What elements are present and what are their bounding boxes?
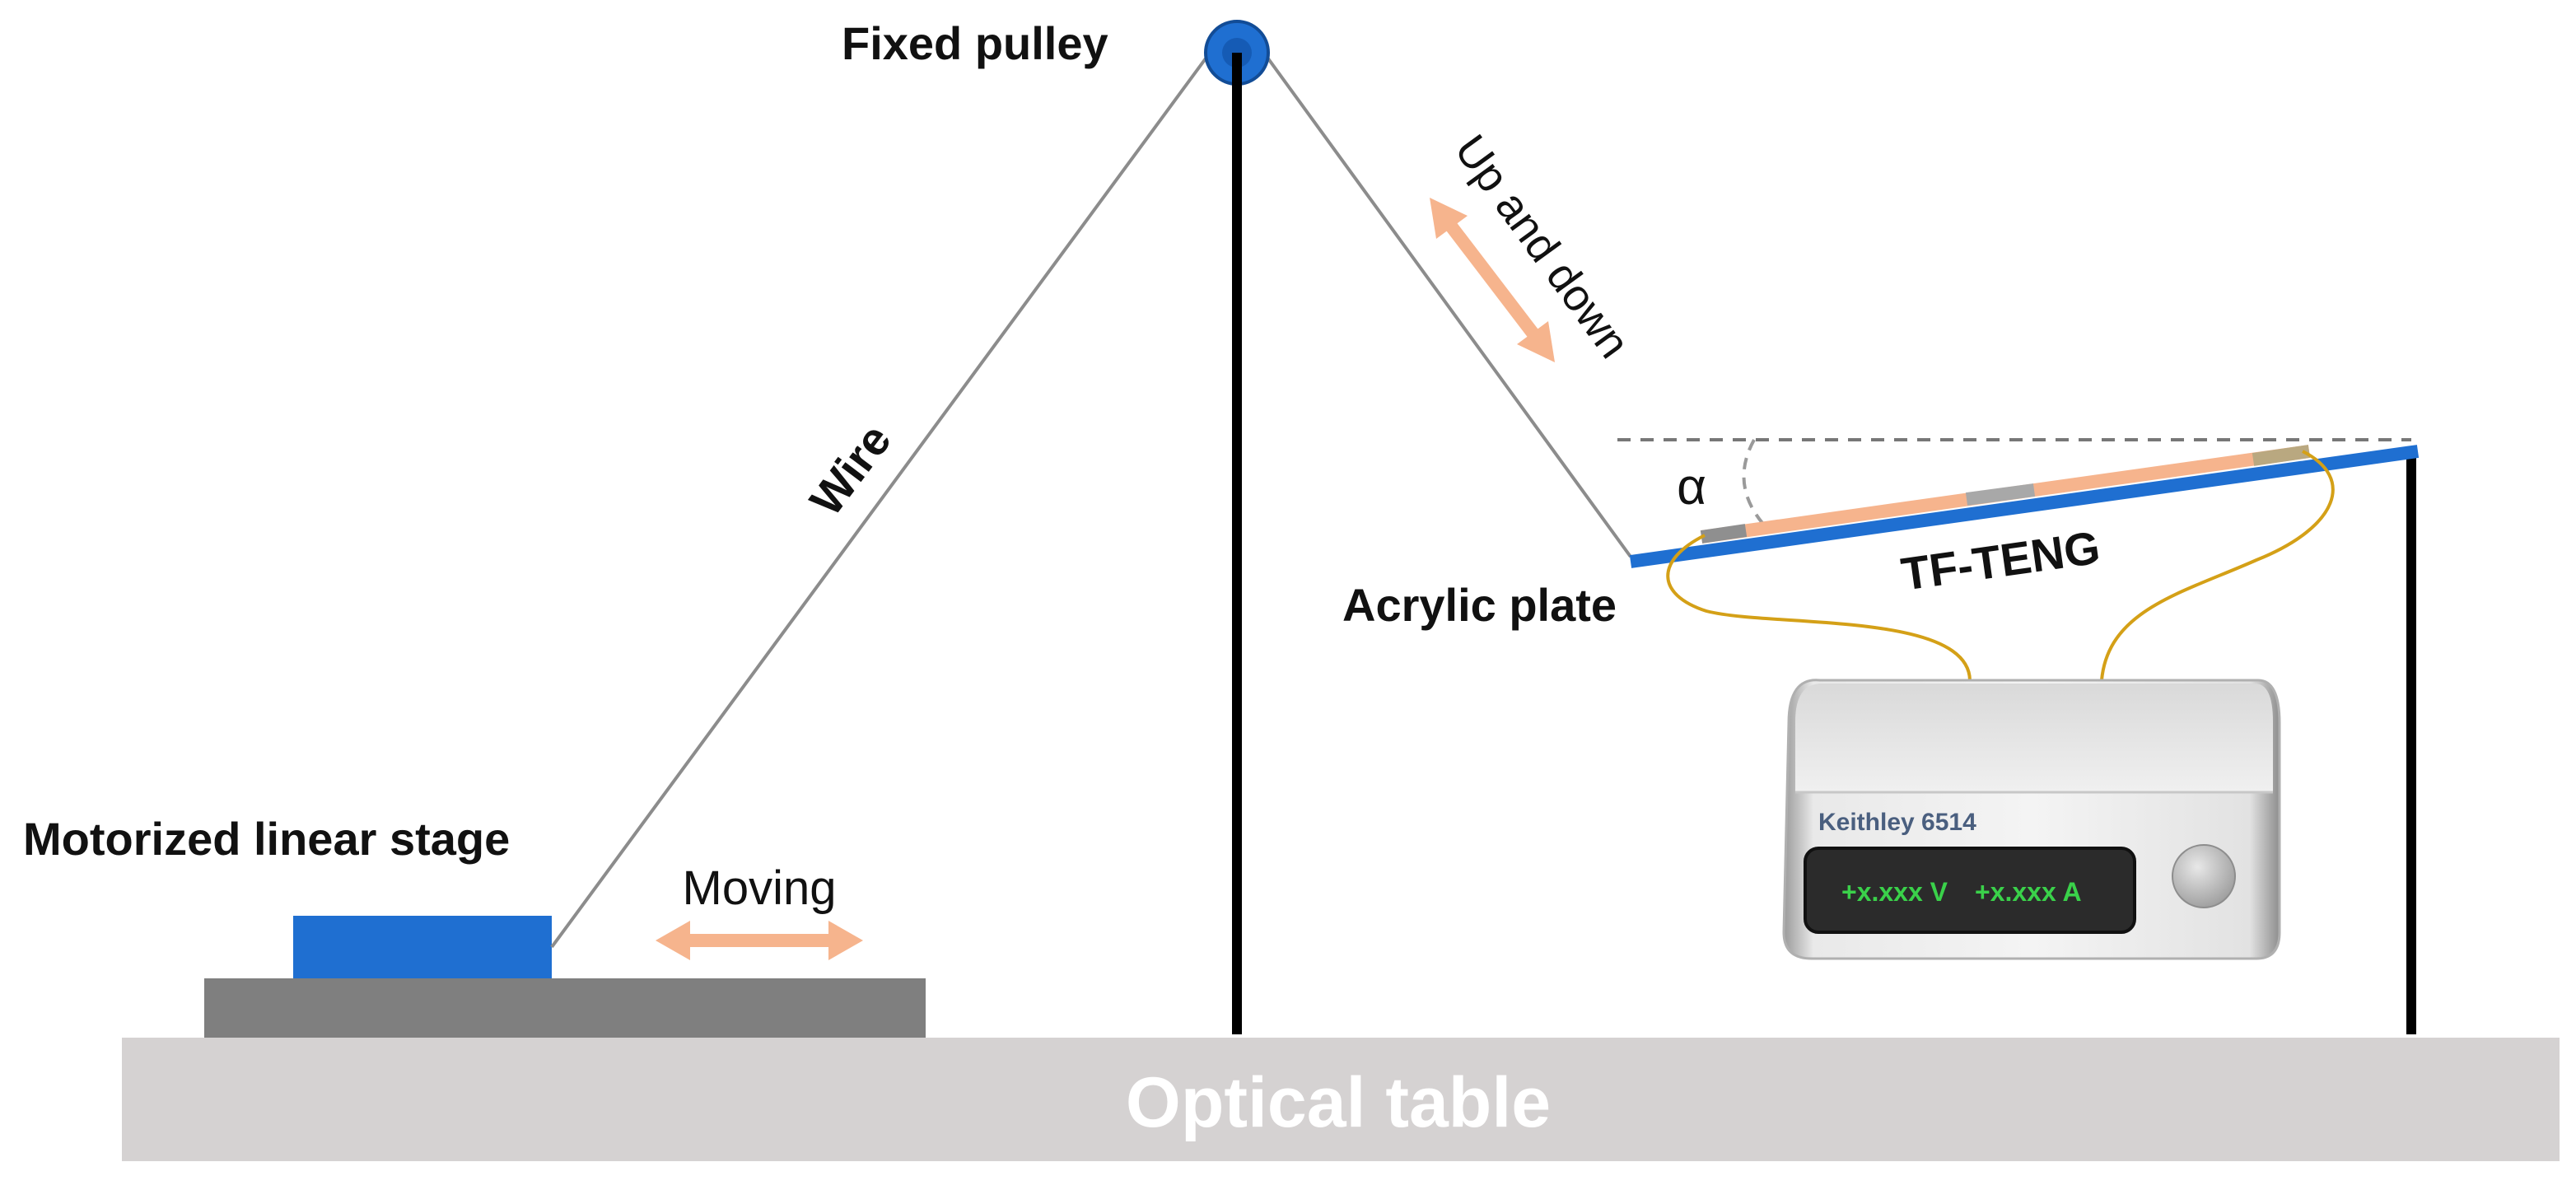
keithley-6514-meter: Keithley 6514 +x.xxx V +x.xxx A <box>1782 679 2281 960</box>
moving-label: Moving <box>683 861 837 915</box>
meter-current-readout: +x.xxx A <box>1975 877 2082 907</box>
tf-teng-device <box>1700 445 2311 544</box>
meter-brand-label: Keithley 6514 <box>1818 809 1976 836</box>
moving-arrow <box>656 921 863 960</box>
motorized-linear-stage-label: Motorized linear stage <box>23 813 510 865</box>
fixed-pulley <box>1204 20 1270 86</box>
acrylic-plate <box>1629 445 2420 568</box>
motorized-linear-stage <box>204 916 926 1038</box>
optical-table: Optical table <box>122 1038 2560 1161</box>
alpha-label: α <box>1677 459 1706 516</box>
meter-knob <box>2172 844 2236 908</box>
tf-teng-electrode <box>1700 524 1748 544</box>
tf-teng-electrode <box>1965 483 2036 506</box>
wire-label: Wire <box>800 414 901 525</box>
wire <box>550 41 1632 949</box>
lead-wires <box>1666 450 2335 681</box>
fixed-pulley-label: Fixed pulley <box>842 17 1108 69</box>
tf-teng-electrode <box>2252 445 2311 466</box>
angle-arc <box>1742 439 1771 532</box>
up-and-down-arrow <box>1430 198 1555 362</box>
stage-base <box>204 978 926 1038</box>
acrylic-plate-label: Acrylic plate <box>1342 579 1617 631</box>
tf-teng-label: TF-TENG <box>1898 521 2103 600</box>
stage-carriage <box>293 916 552 978</box>
optical-table-label: Optical table <box>1126 1063 1551 1142</box>
meter-voltage-readout: +x.xxx V <box>1841 877 1948 907</box>
meter-display <box>1804 847 2136 934</box>
